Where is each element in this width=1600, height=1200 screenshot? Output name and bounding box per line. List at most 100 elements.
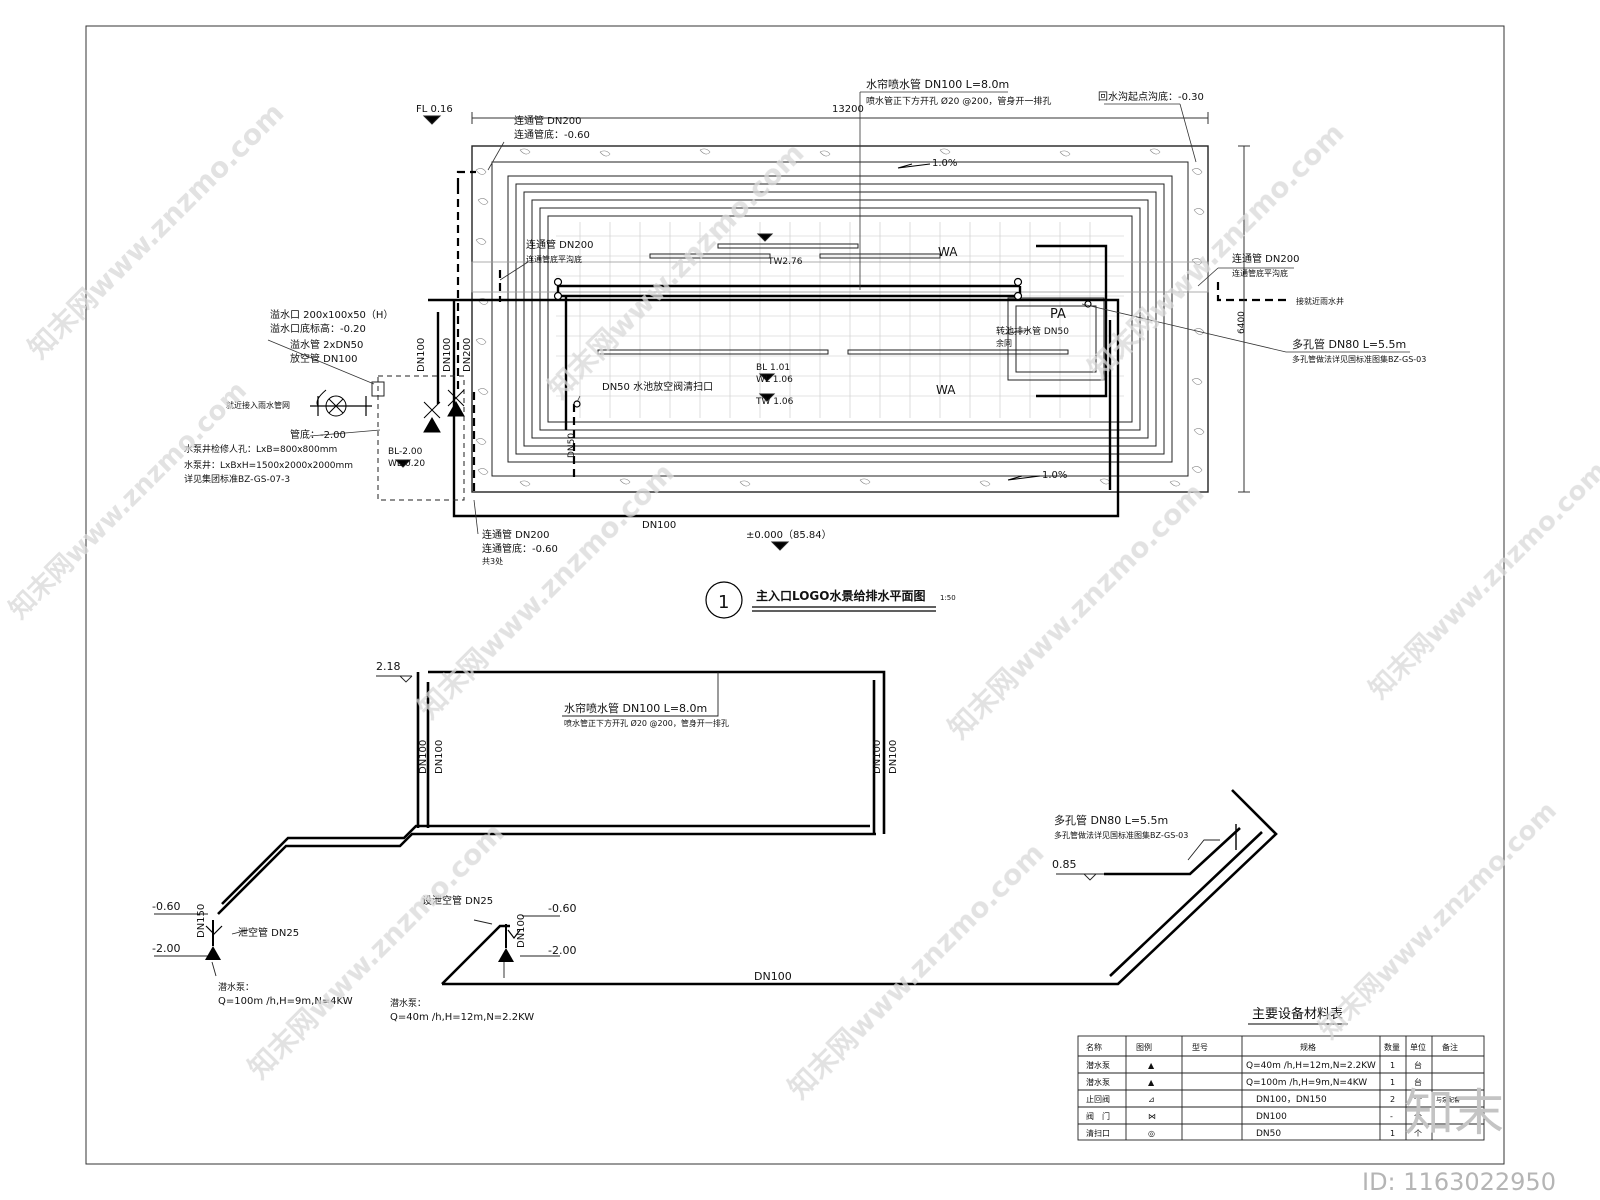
conn-bot-label-1: 连通管 DN200 [482, 528, 549, 541]
table-row: ⋈ [1148, 1112, 1156, 1121]
iso-dn100-3: DN100 [872, 740, 883, 774]
iso-pumps [205, 920, 521, 962]
wa-label-1: WA [938, 245, 958, 259]
iso-vent-b: 设泄空管 DN25 [422, 894, 493, 907]
iso-dn100-4: DN100 [888, 740, 899, 774]
perf-label-1: 多孔管 DN80 L=5.5m [1292, 337, 1406, 351]
table-row: ▲ [1148, 1078, 1155, 1087]
plan-leaders [267, 91, 1410, 535]
iso-lvl-085: 0.85 [1052, 858, 1077, 871]
bl-label-1: BL 1.01 [756, 363, 790, 373]
watermark-logo: 知末 [1404, 1084, 1504, 1142]
pebble-texture [475, 148, 1205, 487]
plan-texts: FL 0.16 13200 水帘喷水管 DN100 L=8.0m 喷水管正下方开… [184, 77, 1426, 613]
table-row: 个 [1414, 1112, 1422, 1121]
pump-pit [377, 375, 465, 501]
pipe-nodes [553, 277, 1092, 408]
iso-perf-label-2: 多孔管做法详见国标准图集BZ-GS-03 [1054, 830, 1188, 840]
watermark-text: 知末网www.znzmo.com [242, 816, 511, 1085]
dn100-vert-2: DN100 [442, 338, 453, 372]
rain-pipe-label: 就近接入雨水管网 [226, 400, 290, 410]
tw2-level-marker [758, 393, 776, 402]
cross-band [471, 261, 1209, 293]
conn-bot-label-2: 连通管底：-0.60 [482, 542, 558, 555]
wl-label-2: WL-0.20 [388, 459, 425, 469]
th-legend: 图例 [1136, 1042, 1152, 1052]
table-row: 1 [1390, 1129, 1395, 1138]
table-row: - [1390, 1112, 1393, 1121]
iso-pump-b: Q=40m /h,H=12m,N=2.2KW [390, 1012, 534, 1023]
conn-top-label-1: 连通管 DN200 [514, 114, 581, 127]
watermark-text: 知末网www.znzmo.com [782, 836, 1051, 1105]
iso-pump-label-b: 潜水泵： [390, 997, 426, 1009]
pa-sump-inner [1015, 305, 1097, 373]
pit-size-label: 水泵井：LxBxH=1500x2000x2000mm [184, 459, 353, 471]
slope-bottom-label: 1.0% [1042, 470, 1067, 481]
plan-dashed-pipes [456, 170, 1290, 496]
conn-left-label-1: 连通管 DN200 [526, 238, 593, 251]
conn-bot-label-3: 共3处 [482, 556, 503, 566]
table-row: Q=100m /h,H=9m,N=4KW [1246, 1078, 1367, 1088]
plan-pipes [428, 244, 1120, 518]
valve-cross [328, 398, 344, 414]
pump-icon-plan-2 [447, 400, 465, 417]
dim-width-text: 13200 [832, 104, 864, 115]
conn-right-label-2: 连通管底平沟底 [1232, 268, 1288, 278]
origin-level-marker [770, 541, 790, 551]
iso-perf-pipe [1104, 827, 1241, 876]
iso-dn100-b: DN100 [516, 914, 527, 948]
iso-pipe-label-2: 喷水管正下方开孔 Ø20 @200，管身开一排孔 [564, 718, 729, 728]
title-scale: 1:50 [940, 594, 956, 602]
iso-vent-a: 泄空管 DN25 [238, 926, 299, 939]
iso-dn100-2: DN100 [434, 740, 445, 774]
iso-pipe-label-1: 水帘喷水管 DN100 L=8.0m [564, 701, 707, 715]
conn-left-label-2: 连通管底平沟底 [526, 254, 582, 264]
table-row: Q=40m /h,H=12m,N=2.2KW [1246, 1061, 1376, 1071]
tw-level-marker [756, 233, 774, 242]
dn50-drain-label-2: 余同 [996, 338, 1012, 348]
table-headers: 名称 图例 型号 规格 数量 单位 备注 [1086, 1042, 1458, 1052]
rain-well-label: 接就近雨水井 [1296, 296, 1344, 306]
pit-ref-label: 详见集团标准BZ-GS-07-3 [184, 473, 290, 485]
overflow-label-4: 放空管 DN100 [290, 352, 357, 365]
table-row: 潜水泵 [1086, 1060, 1110, 1070]
logo-strip-5 [847, 349, 1069, 355]
iso-main-pipe-a [217, 832, 876, 915]
pa-label: PA [1050, 307, 1066, 322]
pool-step-4 [531, 199, 1149, 439]
perf-label-2: 多孔管做法详见国标准图集BZ-GS-03 [1292, 354, 1426, 364]
th-remark: 备注 [1442, 1042, 1458, 1052]
logo-strip-2 [649, 253, 771, 259]
th-spec: 规格 [1300, 1042, 1316, 1052]
pipe-bottom-label: 管底：-2.00 [290, 428, 346, 441]
equipment-table: 主要设备材料表 名称 图例 型号 规格 数量 单位 备注 潜水泵 ▲ Q=40m… [1077, 1006, 1485, 1141]
watermark-text: 知末网www.znzmo.com [1314, 796, 1563, 1045]
title-underline [752, 606, 936, 612]
return-trench-label: 回水沟起点沟底：-0.30 [1098, 90, 1204, 103]
dim-height-text: 6400 [1237, 311, 1247, 334]
origin-label: ±0.000（85.84） [746, 529, 832, 541]
pool-step-6 [547, 215, 1133, 423]
table-row: ⊿ [1148, 1095, 1155, 1104]
bl-label-2: BL-2.00 [388, 447, 423, 457]
table-row: 止回阀 [1086, 1094, 1110, 1104]
overflow-label-1: 溢水口 200x100x50（H） [270, 308, 393, 321]
lvl-218-marker [376, 675, 413, 683]
table-row: 个 [1414, 1095, 1422, 1104]
drawing-frame [85, 25, 1505, 1165]
check-valve-plan-2 [447, 389, 465, 407]
table-row: ◎ [1148, 1129, 1155, 1138]
valve-icon [325, 395, 347, 417]
watermark-text: 知末网www.znzmo.com [22, 96, 291, 365]
iso-pipe-leader [562, 672, 719, 717]
table-row: 个 [1414, 1129, 1422, 1138]
tw-label-2: TW 1.06 [755, 397, 794, 407]
tile-grid [556, 222, 1124, 418]
table-row: DN50 [1256, 1129, 1281, 1139]
pit-level-marker [394, 459, 412, 468]
overflow-box [371, 381, 385, 397]
table-rows: 潜水泵 ▲ Q=40m /h,H=12m,N=2.2KW 1 台 潜水泵 ▲ Q… [1086, 1060, 1460, 1139]
dim-width-line [471, 112, 1209, 124]
title-bubble [705, 581, 743, 619]
